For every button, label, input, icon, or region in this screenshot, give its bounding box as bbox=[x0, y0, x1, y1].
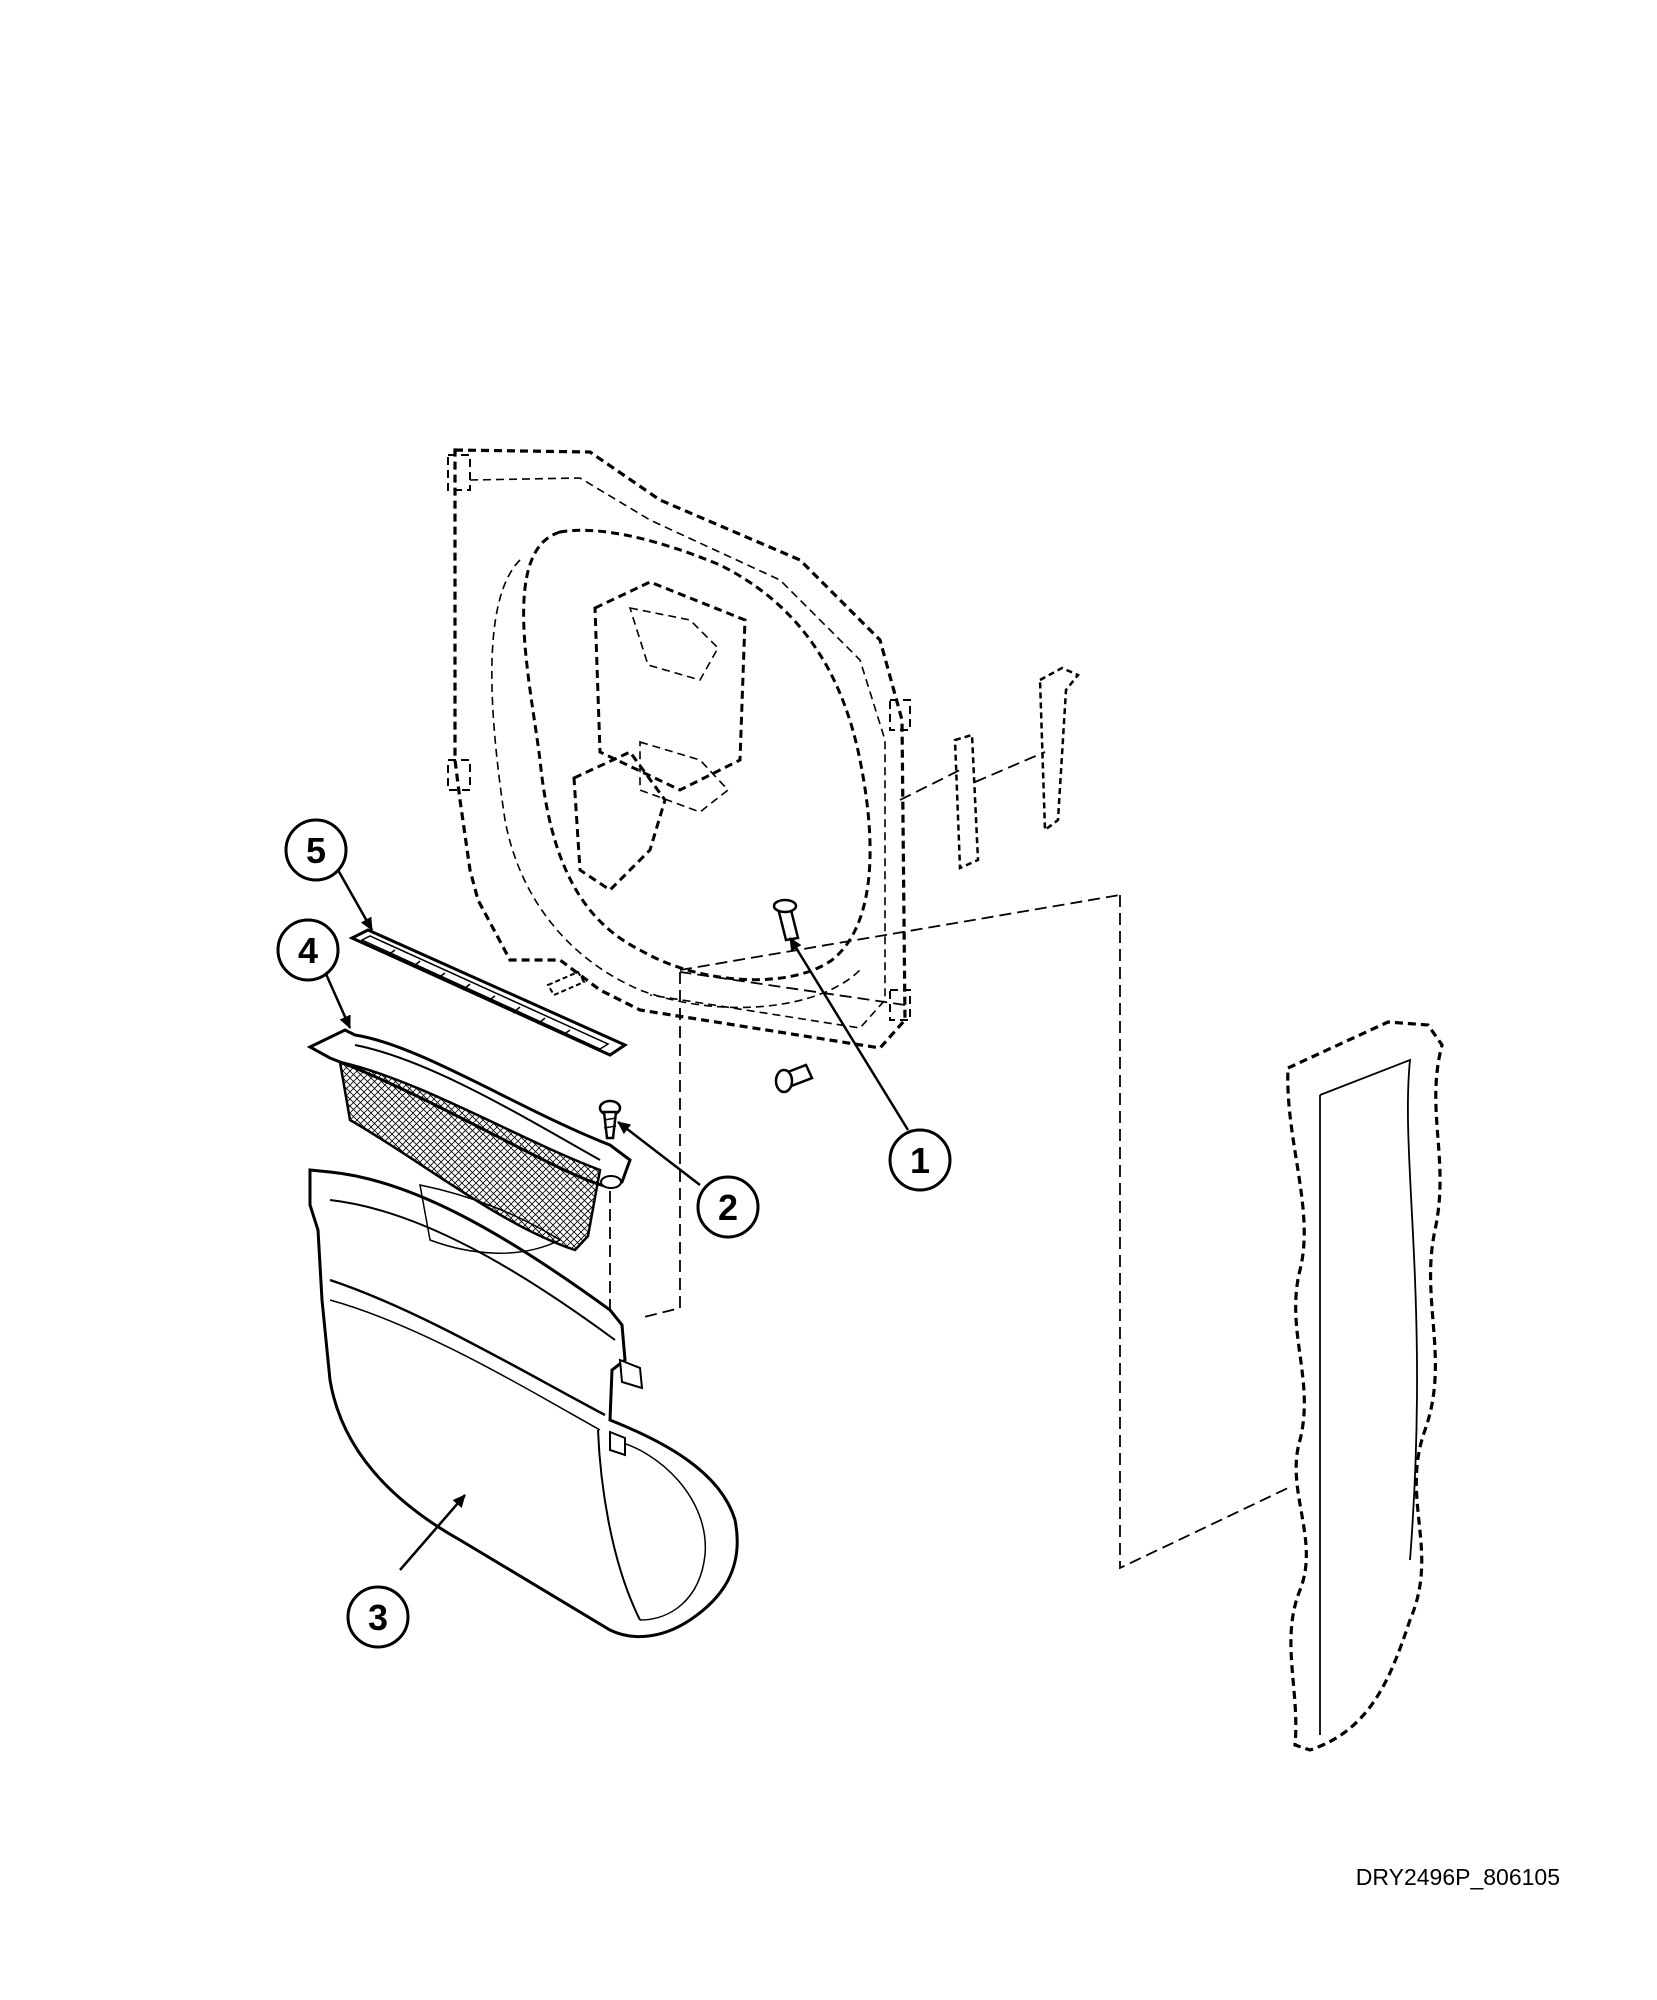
lint-filter-duct-part bbox=[308, 1168, 739, 1639]
leader-4 bbox=[320, 964, 352, 1029]
callout-4-label: 4 bbox=[298, 930, 318, 971]
hinge-phantom bbox=[953, 666, 1080, 870]
lint-filter-part bbox=[306, 1028, 632, 1252]
leader-5 bbox=[336, 869, 374, 931]
callout-1: 1 bbox=[888, 1128, 952, 1192]
panel-screw bbox=[774, 1063, 814, 1094]
screw-2-part bbox=[598, 1099, 622, 1140]
callout-1-label: 1 bbox=[910, 1140, 930, 1181]
side-panel-phantom bbox=[1286, 1020, 1444, 1752]
front-panel-phantom bbox=[447, 448, 911, 1050]
panel-clip bbox=[546, 970, 586, 997]
callout-3: 3 bbox=[346, 1585, 410, 1649]
leader-3 bbox=[399, 1494, 466, 1571]
leader-1 bbox=[788, 937, 910, 1131]
callout-3-label: 3 bbox=[368, 1597, 388, 1638]
drawing-id: DRY2496P_806105 bbox=[1355, 1864, 1560, 1890]
callout-5: 5 bbox=[284, 818, 348, 882]
callout-2-label: 2 bbox=[718, 1187, 738, 1228]
leader-2 bbox=[617, 1121, 701, 1186]
callout-5-label: 5 bbox=[306, 830, 326, 871]
callout-4: 4 bbox=[276, 918, 340, 982]
lint-filter-grille-part bbox=[348, 928, 629, 1057]
callout-2: 2 bbox=[696, 1175, 760, 1239]
callout-leaders bbox=[320, 869, 910, 1571]
screw-1-part bbox=[772, 898, 800, 942]
